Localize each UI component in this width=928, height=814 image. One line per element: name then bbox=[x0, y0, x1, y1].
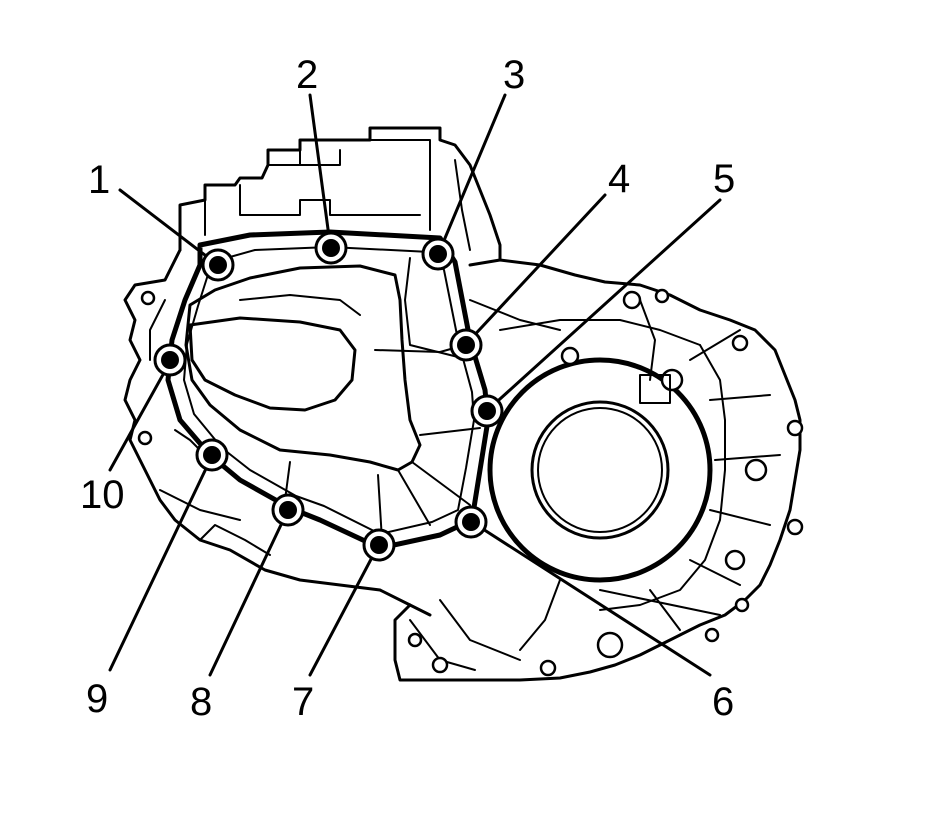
callout-8: 8 bbox=[190, 680, 212, 724]
leader-8 bbox=[208, 508, 290, 677]
bolt-1[interactable] bbox=[201, 248, 235, 282]
callout-3: 3 bbox=[503, 53, 525, 97]
bolt-7[interactable] bbox=[362, 528, 396, 562]
callout-2: 2 bbox=[296, 53, 318, 97]
differential-housing bbox=[393, 258, 804, 682]
leader-4 bbox=[466, 193, 607, 344]
leader-1 bbox=[118, 188, 216, 264]
callout-labels: 1 2 3 4 5 6 7 8 9 10 bbox=[80, 53, 735, 724]
left-housing bbox=[123, 248, 432, 617]
leader-5 bbox=[488, 198, 722, 410]
bolt-2[interactable] bbox=[314, 231, 348, 265]
leader-9 bbox=[108, 454, 214, 672]
bolt-10[interactable] bbox=[153, 343, 187, 377]
bolt-3[interactable] bbox=[421, 237, 455, 271]
leader-6 bbox=[470, 520, 712, 677]
callout-9: 9 bbox=[86, 677, 108, 721]
bolts bbox=[153, 231, 504, 562]
upper-housing bbox=[178, 126, 502, 262]
leader-7 bbox=[308, 544, 380, 677]
callout-10: 10 bbox=[80, 473, 125, 517]
bolt-4[interactable] bbox=[449, 328, 483, 362]
callout-1: 1 bbox=[88, 158, 110, 202]
leader-2 bbox=[308, 93, 332, 246]
bolt-5[interactable] bbox=[470, 394, 504, 428]
bolt-9[interactable] bbox=[195, 438, 229, 472]
callout-6: 6 bbox=[712, 680, 734, 724]
bolt-6[interactable] bbox=[454, 505, 488, 539]
bolt-8[interactable] bbox=[271, 493, 305, 527]
leader-lines bbox=[108, 93, 722, 677]
callout-4: 4 bbox=[608, 157, 630, 201]
callout-5: 5 bbox=[713, 157, 735, 201]
leader-3 bbox=[438, 93, 507, 252]
callout-7: 7 bbox=[292, 680, 314, 724]
leader-10 bbox=[108, 360, 172, 472]
